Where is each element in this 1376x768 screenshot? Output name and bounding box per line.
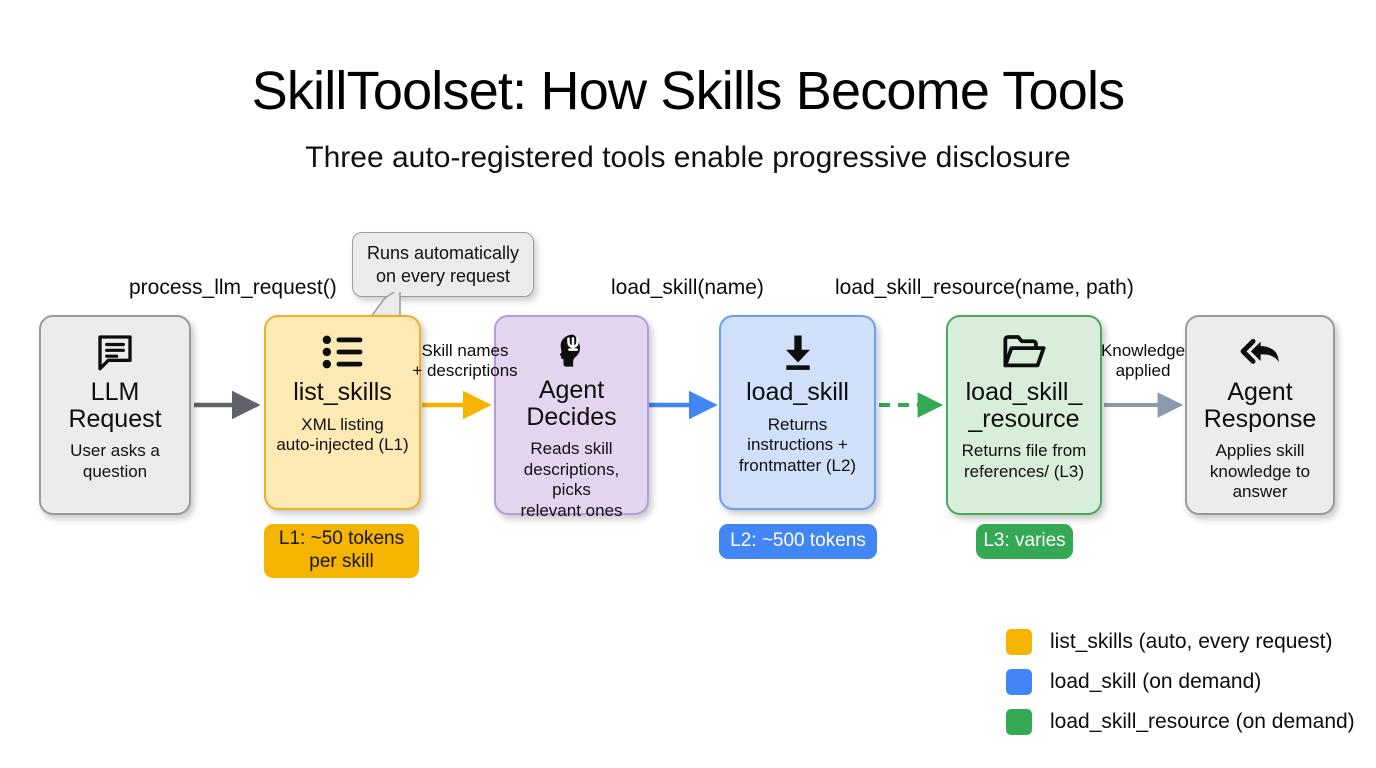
callout-text: Runs automatically on every request: [366, 243, 520, 286]
page-subtitle: Three auto-registered tools enable progr…: [305, 141, 1071, 174]
legend-swatch-load-skill-resource: [1006, 709, 1032, 735]
call-label-load-skill: load_skill(name): [611, 276, 764, 299]
download-icon: [780, 331, 816, 373]
node-description: Reads skill descriptions, picks relevant…: [520, 439, 623, 521]
page-title: SkillToolset: How Skills Become Tools: [251, 61, 1126, 121]
legend-item-load-skill-resource: load_skill_resource (on demand): [1006, 702, 1355, 742]
node-list-skills[interactable]: list_skills XML listing auto-injected (L…: [264, 315, 421, 510]
list-bullet-icon: [322, 331, 364, 373]
legend-item-list-skills: list_skills (auto, every request): [1006, 622, 1355, 662]
open-folder-icon: [1002, 331, 1046, 373]
legend: list_skills (auto, every request) load_s…: [1006, 622, 1355, 742]
edge-label-skill-names: Skill names + descriptions: [412, 341, 518, 381]
node-llm-request[interactable]: LLM Request User asks a question: [39, 315, 191, 515]
legend-label: load_skill_resource (on demand): [1050, 710, 1355, 733]
node-title: Agent Response: [1203, 378, 1317, 433]
node-title: load_skill_ _resource: [965, 378, 1083, 433]
node-description: XML listing auto-injected (L1): [276, 414, 409, 455]
node-load-skill[interactable]: load_skill Returns instructions + frontm…: [719, 315, 876, 510]
node-description: Applies skill knowledge to answer: [1209, 441, 1311, 502]
reply-arrow-icon: [1238, 331, 1282, 373]
legend-item-load-skill: load_skill (on demand): [1006, 662, 1355, 702]
node-title: list_skills: [293, 378, 392, 406]
badge-l3-varies: L3: varies: [976, 524, 1073, 559]
edge-label-knowledge-applied: Knowledge applied: [1100, 341, 1186, 381]
legend-label: list_skills (auto, every request): [1050, 630, 1333, 653]
callout-bubble: Runs automatically on every request: [352, 232, 534, 297]
node-title: load_skill: [746, 378, 849, 406]
call-label-load-skill-resource: load_skill_resource(name, path): [835, 276, 1134, 299]
legend-swatch-list-skills: [1006, 629, 1032, 655]
badge-l1-tokens: L1: ~50 tokens per skill: [264, 524, 419, 578]
node-title: LLM Request: [68, 378, 162, 433]
legend-swatch-load-skill: [1006, 669, 1032, 695]
legend-label: load_skill (on demand): [1050, 670, 1262, 693]
node-agent-decides[interactable]: Agent Decides Reads skill descriptions, …: [494, 315, 649, 520]
call-label-process-llm-request: process_llm_request(): [129, 276, 337, 299]
psychology-head-icon: [552, 331, 592, 371]
node-description: User asks a question: [70, 441, 160, 481]
node-title: Agent Decides: [526, 376, 617, 431]
badge-l2-tokens: L2: ~500 tokens: [719, 524, 877, 559]
node-agent-response[interactable]: Agent Response Applies skill knowledge t…: [1185, 315, 1335, 515]
chat-message-icon: [94, 331, 136, 373]
node-description: Returns instructions + frontmatter (L2): [738, 414, 857, 475]
node-load-skill-resource[interactable]: load_skill_ _resource Returns file from …: [946, 315, 1102, 515]
node-description: Returns file from references/ (L3): [961, 441, 1087, 481]
